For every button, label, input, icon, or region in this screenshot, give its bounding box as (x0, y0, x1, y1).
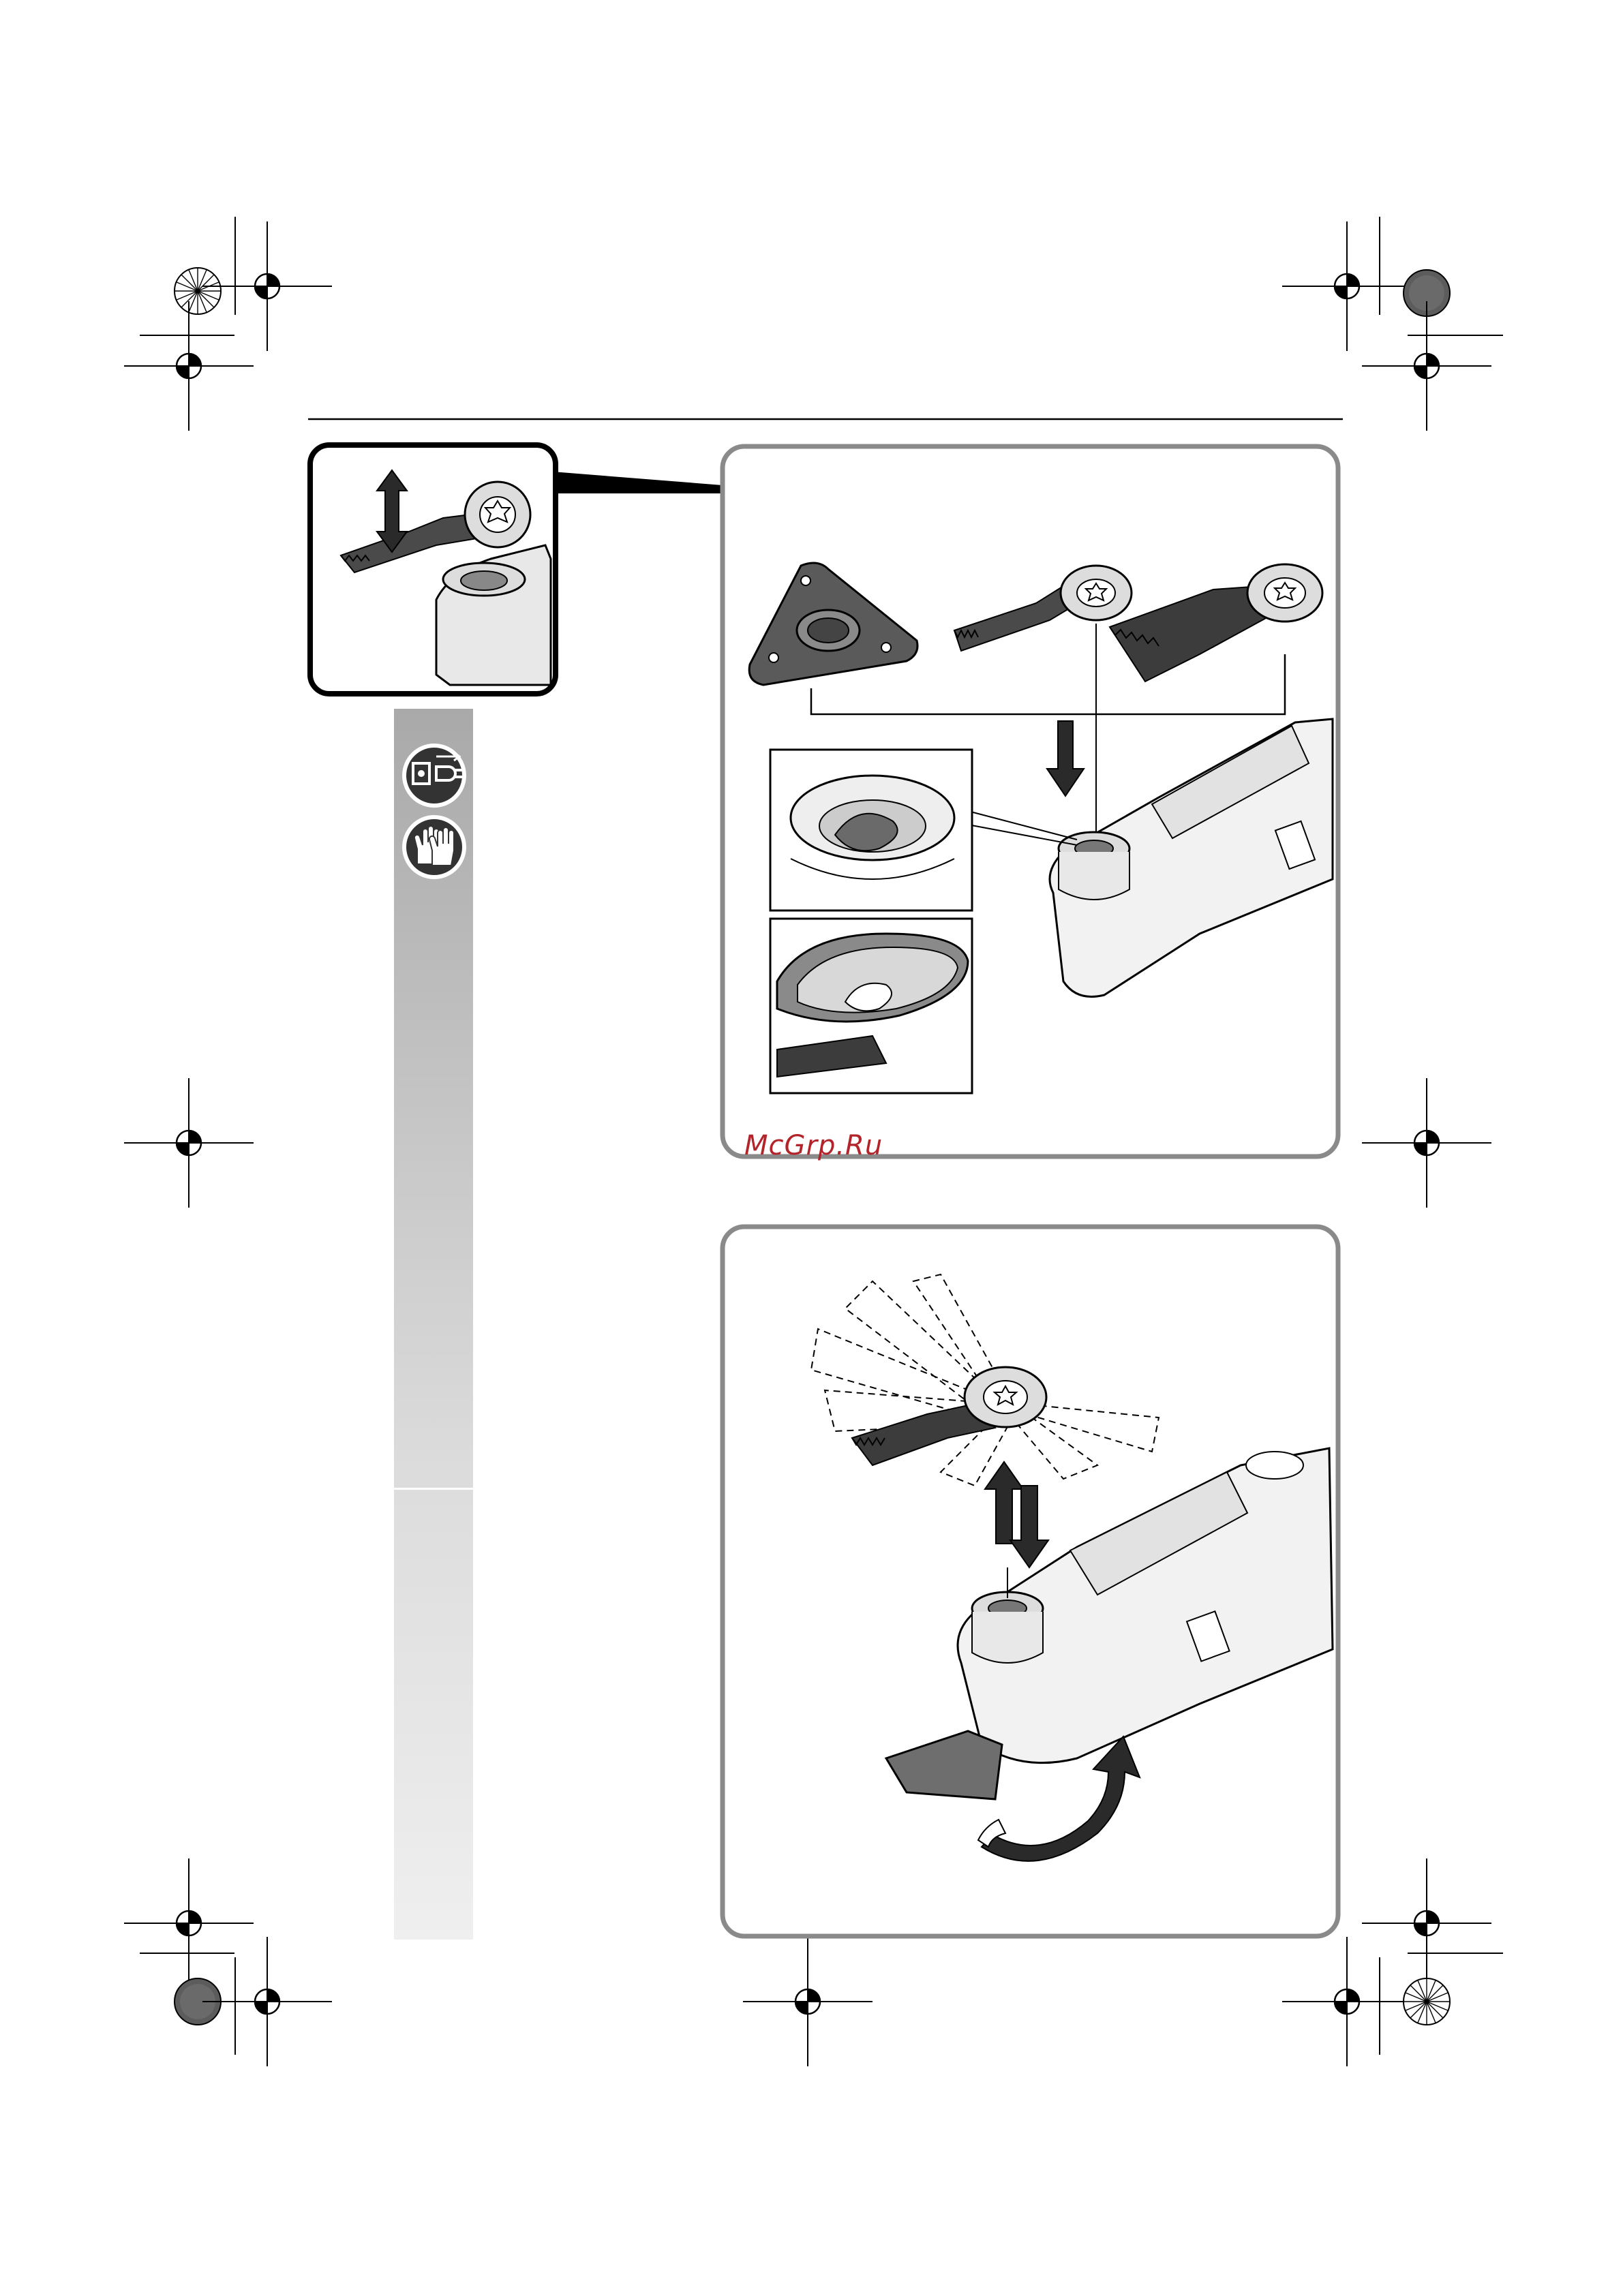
detail-inset (310, 445, 723, 694)
watermark-text: McGrp.Ru (744, 1130, 883, 1161)
sanding-plate-icon (749, 563, 917, 685)
insert-down-arrow-icon (1047, 721, 1084, 796)
wide-blade-icon (1110, 564, 1322, 682)
plunge-blade-icon (954, 566, 1132, 651)
up-down-arrows-icon (985, 1462, 1048, 1567)
blade-angle-adjustment-figure (811, 1274, 1333, 1861)
accessory-mounting-figure (749, 563, 1333, 1093)
